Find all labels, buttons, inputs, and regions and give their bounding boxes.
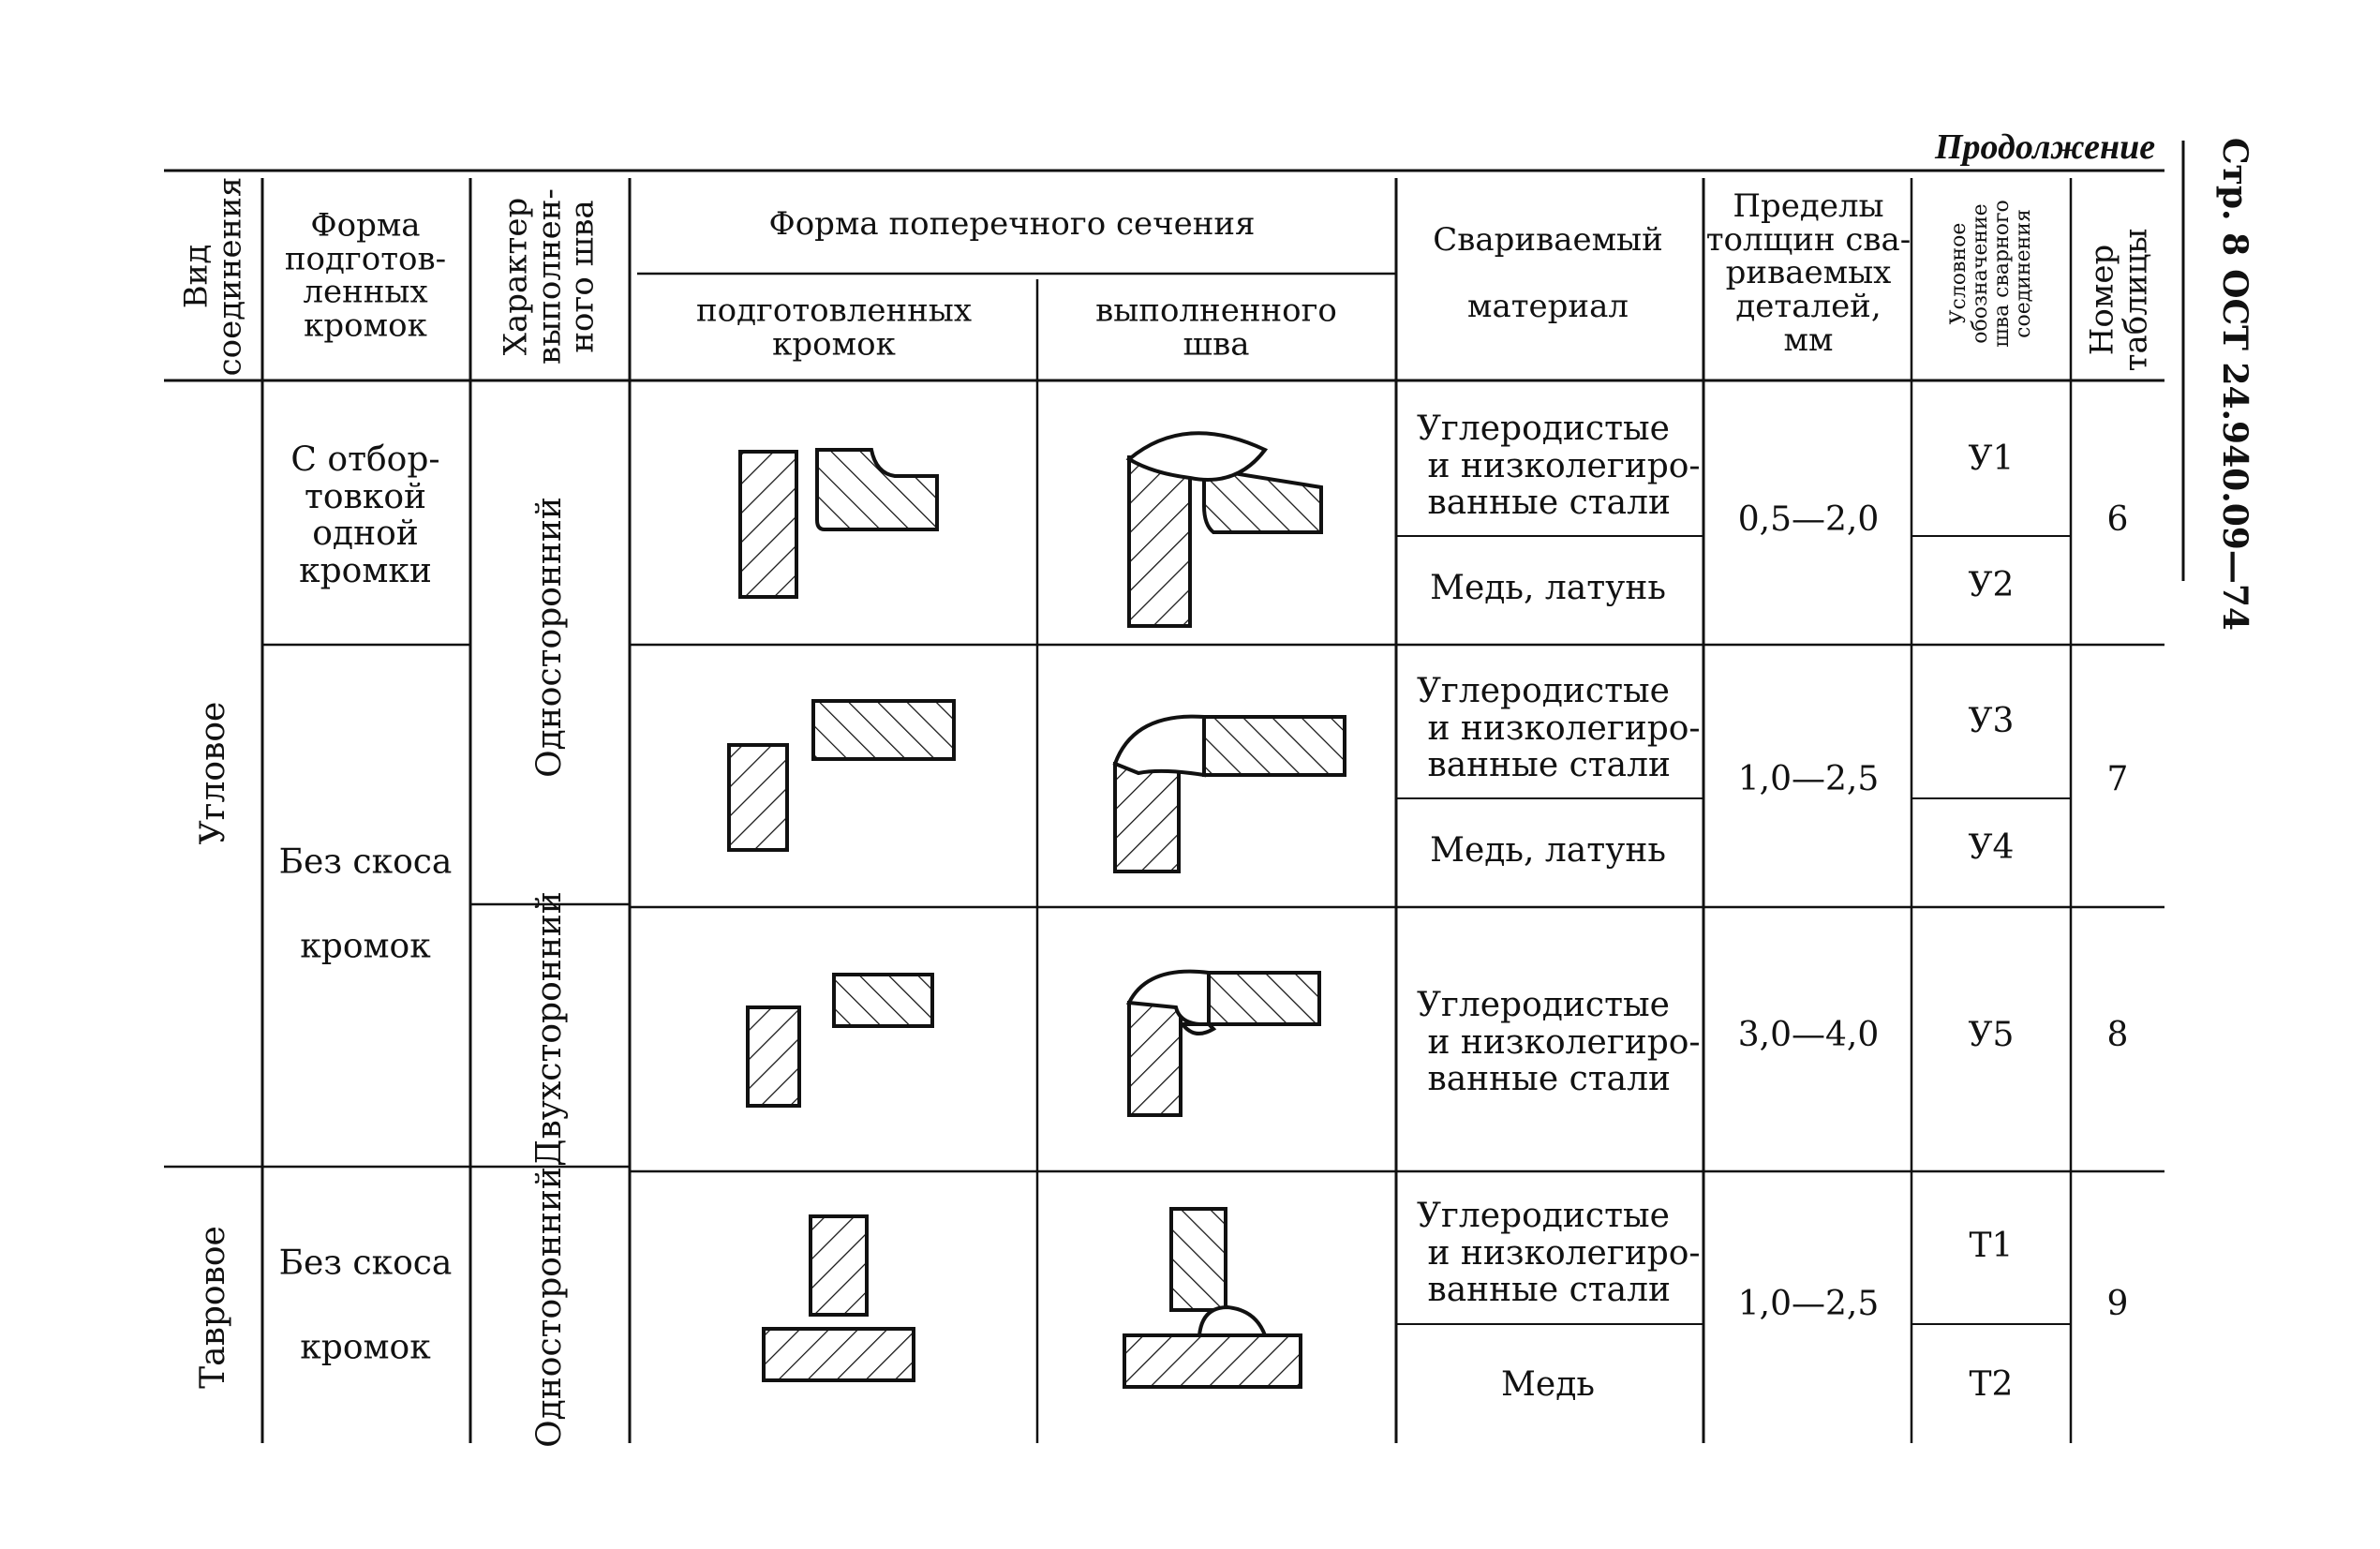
drawing-t1-prepared: [762, 1214, 915, 1382]
header-thickness: Пределы толщин сва- риваемых деталей, мм: [1705, 186, 1911, 359]
standard-number: ОСТ 24.940.09—74: [2215, 269, 2254, 631]
edge-no-bevel: Без скоса кромок: [278, 842, 453, 966]
header-material-bottom: материал: [1467, 288, 1629, 326]
designation-t1: Т1: [1969, 1227, 2014, 1266]
edge-no-bevel-tee: Без скоса кромок: [278, 1244, 453, 1367]
header-material-top: Свариваемый: [1433, 221, 1663, 260]
drawing-u1-weld: [1125, 431, 1323, 628]
drawing-u3-weld: [1112, 714, 1346, 873]
designation-u5: У5: [1968, 1016, 2015, 1055]
header-completed-weld: выполненного шва: [1095, 291, 1337, 363]
table-number-9: 9: [2106, 1285, 2129, 1324]
header-designation: Условное обозначение шва сварного соедин…: [1946, 200, 2036, 348]
table-number-6: 6: [2106, 500, 2129, 540]
char-one-side: Односторонний: [530, 497, 570, 778]
edge-flange: С отбор- товкой одной кромки: [290, 439, 440, 590]
char-two-side: Двухсторонний: [530, 891, 570, 1167]
thickness-2: 1,0—2,5: [1737, 760, 1880, 799]
designation-u4: У4: [1968, 828, 2015, 868]
material-steel-3: Углеродистые и низколегиро- ванные стали: [1417, 986, 1701, 1099]
material-steel-1: Углеродистые и низколегиро- ванные стали: [1417, 410, 1701, 523]
material-steel-4: Углеродистые и низколегиро- ванные стали: [1417, 1197, 1701, 1310]
material-copper-1: Медь, латунь: [1430, 569, 1666, 608]
header-weld-character: Характер выполнен- ного шва: [497, 188, 602, 365]
header-joint-type: Вид соединения: [177, 176, 248, 377]
material-copper-4: Медь: [1501, 1365, 1595, 1405]
drawing-u3-prepared: [727, 699, 956, 852]
char-one-side-tee: Односторонний: [530, 1167, 570, 1448]
thickness-3: 3,0—4,0: [1737, 1016, 1880, 1055]
page-number: Стр. 8: [2215, 137, 2254, 257]
designation-u1: У1: [1968, 439, 2015, 479]
drawing-u5-prepared: [746, 973, 934, 1108]
designation-u2: У2: [1968, 566, 2015, 605]
table-number-8: 8: [2106, 1016, 2129, 1055]
joint-tee: Тавровое: [194, 1226, 233, 1389]
continuation-label: Продолжение: [1935, 127, 2156, 167]
thickness-1: 0,5—2,0: [1737, 500, 1880, 540]
material-copper-2: Медь, латунь: [1430, 831, 1666, 871]
drawing-u5-weld: [1125, 969, 1321, 1117]
drawing-u1-prepared: [738, 448, 939, 599]
header-table-number: Номер таблицы: [2083, 228, 2154, 372]
material-steel-2: Углеродистые и низколегиро- ванные стали: [1417, 672, 1701, 785]
thickness-4: 1,0—2,5: [1737, 1285, 1880, 1324]
header-prepared-edges: подготовленных кромок: [695, 291, 973, 363]
header-cross-section: Форма поперечного сечения: [768, 205, 1256, 244]
header-edge-form: Форма подготов- ленных кромок: [284, 206, 447, 345]
drawing-t1-weld: [1123, 1207, 1302, 1389]
designation-u3: У3: [1968, 702, 2015, 741]
joint-corner: Угловое: [194, 701, 233, 845]
table-number-7: 7: [2106, 760, 2129, 799]
designation-t2: Т2: [1969, 1365, 2014, 1405]
